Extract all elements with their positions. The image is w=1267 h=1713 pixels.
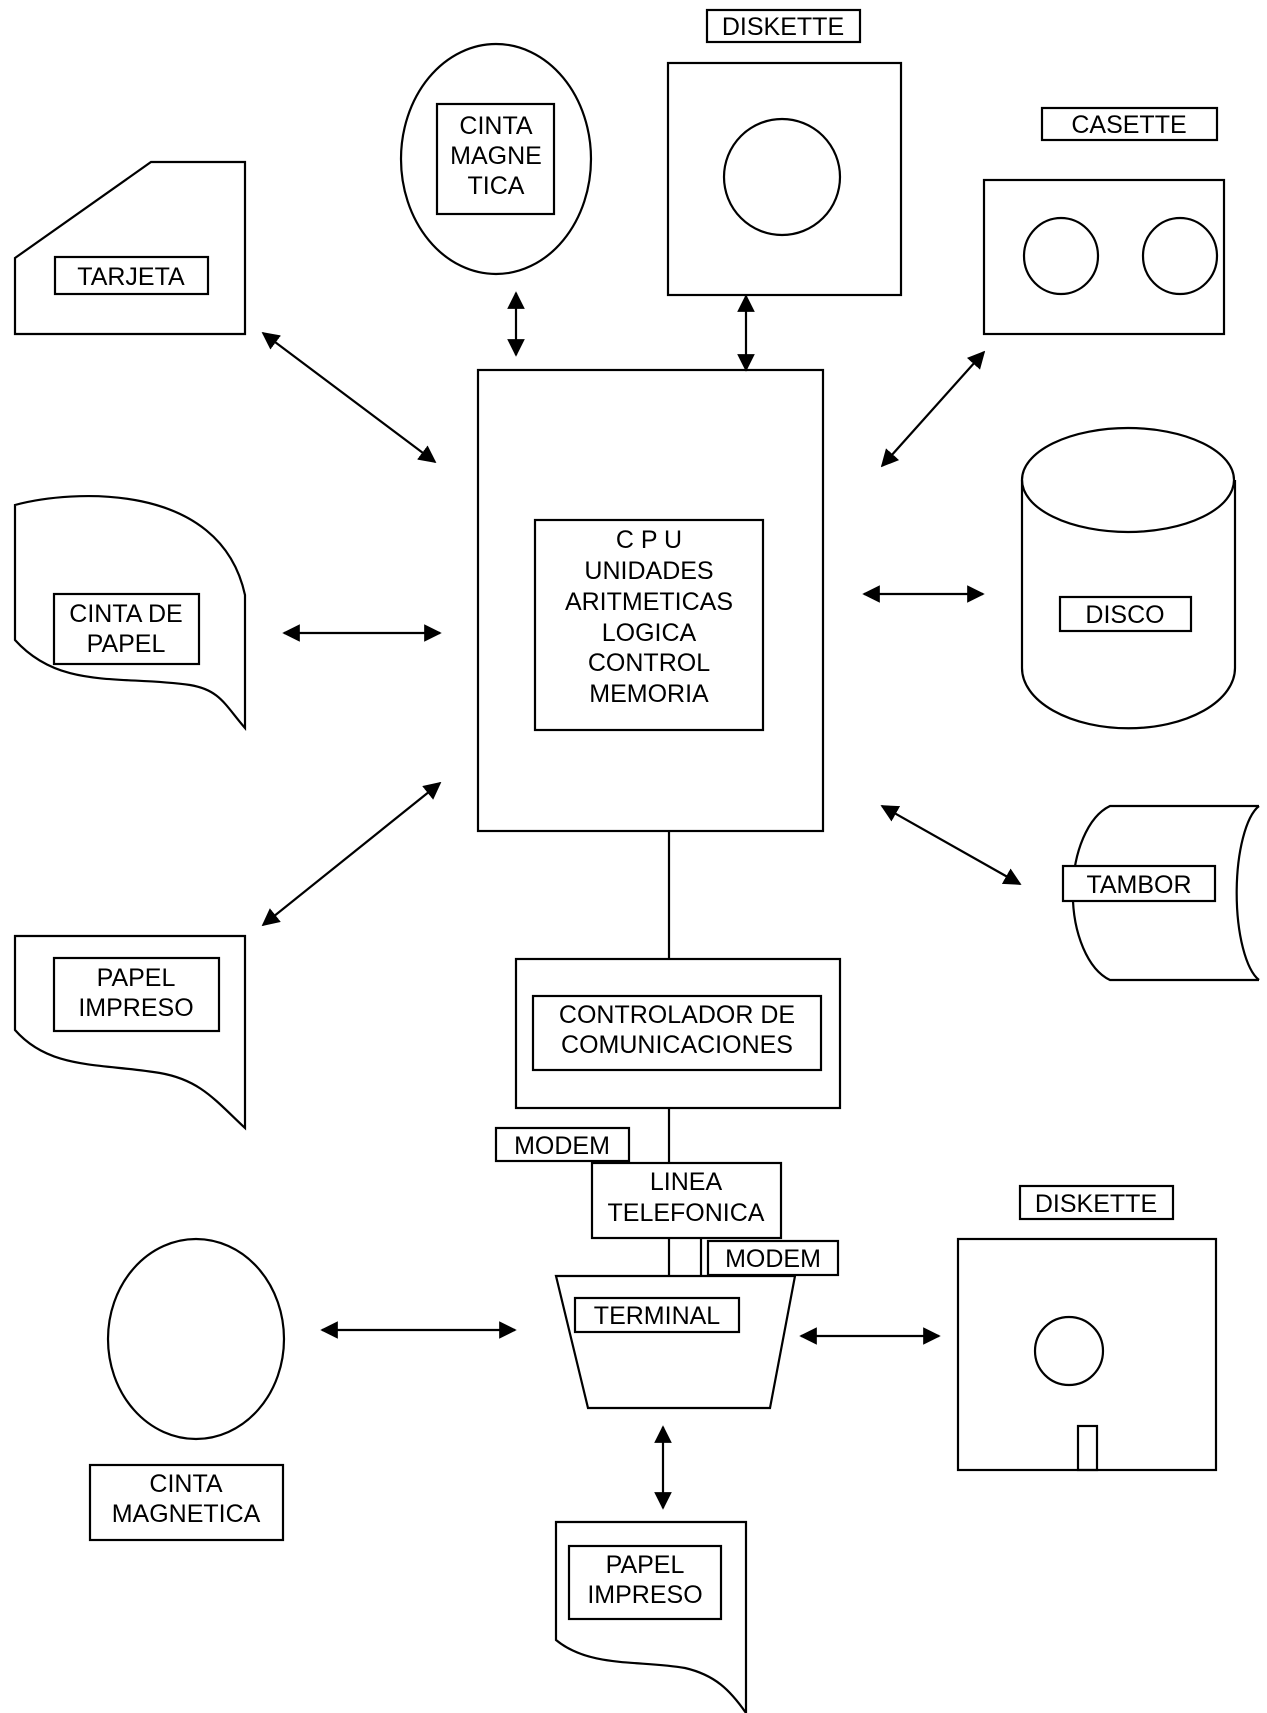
linea-telefonica-line-1: LINEA	[650, 1168, 723, 1196]
arrow-tarjeta-cpu	[261, 331, 437, 464]
cinta-de-papel-node: CINTA DE PAPEL	[13, 494, 247, 731]
linea-telefonica-line-2: TELEFONICA	[608, 1199, 765, 1227]
cinta-magnetica-bottom-reel	[106, 1237, 286, 1441]
cpu-label-box	[533, 518, 765, 732]
papel-impreso-left-shape	[13, 934, 247, 1131]
cinta-de-papel-label-box	[52, 592, 201, 666]
papel-impreso-bottom-label-box	[567, 1544, 723, 1621]
diskette-bottom-hole	[1033, 1315, 1105, 1387]
cinta-magnetica-bottom-label-box	[88, 1463, 285, 1542]
cpu-line-4: LOGICA	[602, 619, 697, 647]
papel-impreso-bottom-node: PAPEL IMPRESO	[554, 1520, 748, 1713]
papel-impreso-left-line-2: IMPRESO	[78, 994, 193, 1022]
cpu-line-5: CONTROL	[588, 649, 710, 677]
modem-upper-label: MODEM	[514, 1132, 610, 1160]
modem-lower-label: MODEM	[725, 1245, 821, 1273]
controlador-label-box	[531, 994, 823, 1072]
controlador-line-1: CONTROLADOR DE	[559, 1001, 795, 1029]
cinta-de-papel-line-1: CINTA DE	[69, 600, 182, 628]
disco-label: DISCO	[1085, 601, 1164, 629]
papel-impreso-left-line-1: PAPEL	[97, 964, 176, 992]
disco-cylinder-top	[1020, 426, 1236, 534]
cpu-line-2: UNIDADES	[584, 557, 713, 585]
cpu-body	[476, 368, 825, 833]
terminal-body	[554, 1274, 797, 1410]
arrow-cpu-tambor	[880, 805, 1022, 885]
tarjeta-card	[13, 160, 247, 336]
tarjeta-label: TARJETA	[77, 263, 185, 291]
cinta-magnetica-top-line-1: CINTA	[459, 112, 532, 140]
cinta-magnetica-bottom-line-2: MAGNETICA	[112, 1500, 261, 1528]
cinta-de-papel-line-2: PAPEL	[87, 630, 166, 658]
modem-upper-box	[494, 1126, 631, 1163]
casette-label: CASETTE	[1071, 111, 1186, 139]
cinta-magnetica-top-label-box	[435, 102, 556, 216]
papel-impreso-bottom-line-1: PAPEL	[606, 1551, 685, 1579]
casette-reel-left	[1022, 216, 1100, 296]
casette-node: CASETTE	[982, 106, 1226, 336]
diskette-bottom-label: DISKETTE	[1035, 1190, 1157, 1218]
diskette-bottom-node: DISKETTE	[956, 1184, 1218, 1472]
cpu-line-6: MEMORIA	[589, 680, 709, 708]
cinta-magnetica-top-line-2: MAGNE	[450, 142, 542, 170]
cinta-de-papel-shape	[13, 494, 247, 731]
cinta-magnetica-top-reel	[399, 42, 593, 276]
disco-cylinder-body	[1020, 480, 1237, 730]
cpu-line-1: C P U	[616, 526, 682, 554]
arrow-cpu-papelimpreso	[261, 781, 442, 927]
papel-impreso-bottom-shape	[554, 1520, 748, 1713]
cinta-magnetica-bottom-node: CINTA MAGNETICA	[88, 1237, 286, 1542]
cpu-node: C P U UNIDADES ARITMETICAS LOGICA CONTRO…	[476, 368, 825, 833]
papel-impreso-left-node: PAPEL IMPRESO	[13, 934, 247, 1131]
controlador-node: CONTROLADOR DE COMUNICACIONES	[514, 957, 842, 1110]
cinta-magnetica-bottom-line-1: CINTA	[149, 1470, 222, 1498]
disco-node: DISCO	[1020, 426, 1237, 730]
cinta-magnetica-top-line-3: TICA	[468, 172, 525, 200]
diskette-bottom-label-box	[1018, 1184, 1175, 1221]
controlador-line-2: COMUNICACIONES	[561, 1031, 793, 1059]
terminal-node: TERMINAL	[554, 1274, 797, 1410]
tarjeta-node: TARJETA	[13, 160, 247, 336]
diskette-top-label: DISKETTE	[722, 13, 844, 41]
arrow-casette-cpu	[880, 350, 986, 468]
diskette-bottom-slot	[1076, 1424, 1099, 1472]
arrows	[261, 291, 1022, 1510]
controlador-body	[514, 957, 842, 1110]
modem-upper-node: MODEM	[494, 1126, 631, 1163]
disco-label-box	[1058, 595, 1193, 633]
terminal-label-box	[573, 1296, 741, 1334]
cinta-magnetica-top-node: CINTA MAGNE TICA	[399, 42, 593, 276]
tambor-drum-edge	[1235, 805, 1260, 981]
linea-telefonica-node: LINEA TELEFONICA	[590, 1161, 783, 1240]
diskette-top-body	[666, 61, 903, 297]
diskette-top-node: DISKETTE	[666, 8, 903, 297]
tambor-node: TAMBOR	[1061, 804, 1260, 982]
diskette-top-hole	[722, 117, 842, 237]
cpu-line-3: ARITMETICAS	[565, 588, 733, 616]
modem-lower-node: MODEM	[706, 1239, 840, 1277]
linea-telefonica-box	[590, 1161, 783, 1240]
casette-body	[982, 178, 1226, 336]
papel-impreso-left-label-box	[52, 956, 221, 1033]
tarjeta-label-box	[53, 255, 210, 296]
diskette-bottom-body	[956, 1237, 1218, 1472]
terminal-label: TERMINAL	[594, 1302, 721, 1330]
tambor-label: TAMBOR	[1086, 871, 1191, 899]
diskette-top-label-box	[705, 8, 862, 44]
casette-reel-right	[1141, 216, 1219, 296]
casette-label-box	[1040, 106, 1219, 142]
tambor-label-box	[1061, 864, 1217, 903]
papel-impreso-bottom-line-2: IMPRESO	[587, 1581, 702, 1609]
